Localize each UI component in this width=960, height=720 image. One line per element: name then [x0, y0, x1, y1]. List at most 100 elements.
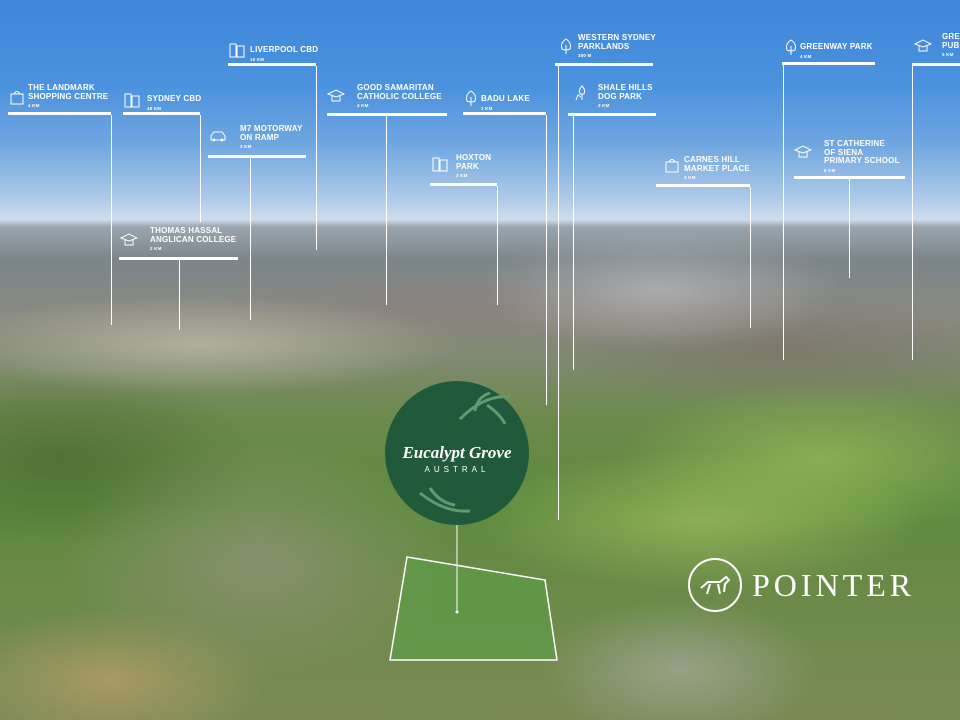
location-distance: 300 M: [578, 53, 592, 58]
pointer-line: [750, 187, 751, 328]
location-distance: 5 KM: [942, 52, 954, 57]
location-name-line: SYDNEY CBD: [147, 94, 202, 103]
label-underline: [208, 155, 306, 158]
buildings-icon: [123, 91, 141, 109]
location-distance: 3 KM: [240, 144, 252, 149]
dog-icon: [688, 558, 742, 612]
location-name-line: WESTERN SYDNEY: [578, 33, 656, 42]
location-distance: 6 KM: [824, 167, 836, 173]
label-underline: [119, 257, 238, 260]
location-name-line: GREENWAY PARK: [800, 42, 873, 51]
label-underline: [430, 183, 497, 186]
location-name-line: LIVERPOOL CBD: [250, 45, 319, 54]
pointer-line: [111, 115, 112, 325]
graduation-cap-icon: [913, 37, 933, 55]
location-distance: 2 KM: [150, 246, 162, 251]
pointer-line: [912, 66, 913, 360]
dog-park-icon: [573, 84, 591, 102]
brand-name: POINTER: [752, 566, 916, 603]
shopping-bag-icon: [8, 88, 26, 106]
development-logo: Eucalypt Grove AUSTRAL: [385, 381, 529, 525]
buildings-icon: [228, 41, 246, 59]
location-name-line: ON RAMP: [240, 132, 280, 142]
label-underline: [123, 112, 200, 115]
location-distance: 48 KM: [147, 105, 162, 111]
pointer-line: [386, 116, 387, 305]
location-distance: 4 KM: [684, 175, 696, 180]
tree-icon: [462, 89, 480, 107]
pointer-line: [250, 158, 251, 320]
location-name: GREENWAY PARK 4 KM: [800, 42, 873, 61]
location-distance: 3 KM: [456, 173, 468, 178]
location-name-line: THOMAS HASSAL: [150, 226, 223, 235]
location-distance: 4 KM: [800, 53, 812, 59]
location-name-line: ST CATHERINE: [824, 139, 885, 148]
location-name: LIVERPOOL CBD 10 KM: [250, 45, 319, 64]
label-underline: [782, 62, 875, 65]
label-underline: [656, 184, 750, 187]
development-name: Eucalypt Grove: [402, 443, 512, 462]
location-distance: 2 KM: [481, 105, 493, 111]
location-name-line: SHALE HILLS: [598, 83, 653, 92]
development-suburb: AUSTRAL: [424, 465, 490, 474]
location-distance: 3 KM: [598, 103, 610, 108]
location-distance: 4 KM: [28, 103, 40, 108]
buildings-icon: [431, 155, 449, 173]
location-name: SYDNEY CBD 48 KM: [147, 94, 202, 113]
label-underline: [463, 112, 546, 115]
location-name-line: ANGLICAN COLLEGE: [150, 234, 237, 244]
label-underline: [794, 176, 905, 179]
pointer-line: [497, 186, 498, 305]
location-name-line: PRIMARY SCHOOL: [824, 156, 900, 165]
label-underline: [555, 63, 653, 66]
label-underline: [8, 112, 111, 115]
location-name-line: OF SIENA: [824, 147, 864, 157]
location-name-line: GOOD SAMARITAN: [357, 83, 434, 92]
pointer-line: [179, 260, 180, 330]
graduation-cap-icon: [793, 143, 813, 161]
location-distance: 10 KM: [250, 56, 265, 62]
pointer-line: [558, 66, 559, 520]
location-name-line: THE LANDMARK: [28, 83, 95, 92]
location-name-line: CARNES HILL: [684, 155, 740, 164]
location-name-line: CATHOLIC COLLEGE: [357, 91, 442, 101]
pointer-line: [573, 116, 574, 370]
leaf-icon: [419, 487, 471, 513]
location-name-line: MARKET PLACE: [684, 163, 750, 173]
shopping-bag-icon: [663, 156, 681, 174]
location-name-line: PARKLANDS: [578, 41, 630, 51]
location-name-line: DOG PARK: [598, 91, 643, 101]
location-distance: 4 KM: [357, 103, 369, 108]
tree-icon: [782, 38, 800, 56]
leaf-icon: [458, 391, 511, 425]
graduation-cap-icon: [119, 231, 139, 249]
label-underline: [912, 63, 960, 66]
location-name-line: HOXTON: [456, 153, 492, 162]
tree-icon: [557, 37, 575, 55]
pointer-brand-logo: POINTER: [688, 558, 915, 612]
location-name-line: M7 MOTORWAY: [240, 124, 303, 133]
pointer-line: [316, 66, 317, 250]
pointer-line: [783, 65, 784, 360]
pointer-line: [200, 115, 201, 222]
location-name-line: PARK: [456, 161, 479, 171]
label-underline: [568, 113, 656, 116]
location-name-line: GRE: [942, 32, 960, 41]
graduation-cap-icon: [326, 87, 346, 105]
car-icon: [209, 127, 227, 145]
label-underline: [228, 63, 316, 66]
pointer-line: [849, 179, 850, 278]
label-underline: [327, 113, 447, 116]
